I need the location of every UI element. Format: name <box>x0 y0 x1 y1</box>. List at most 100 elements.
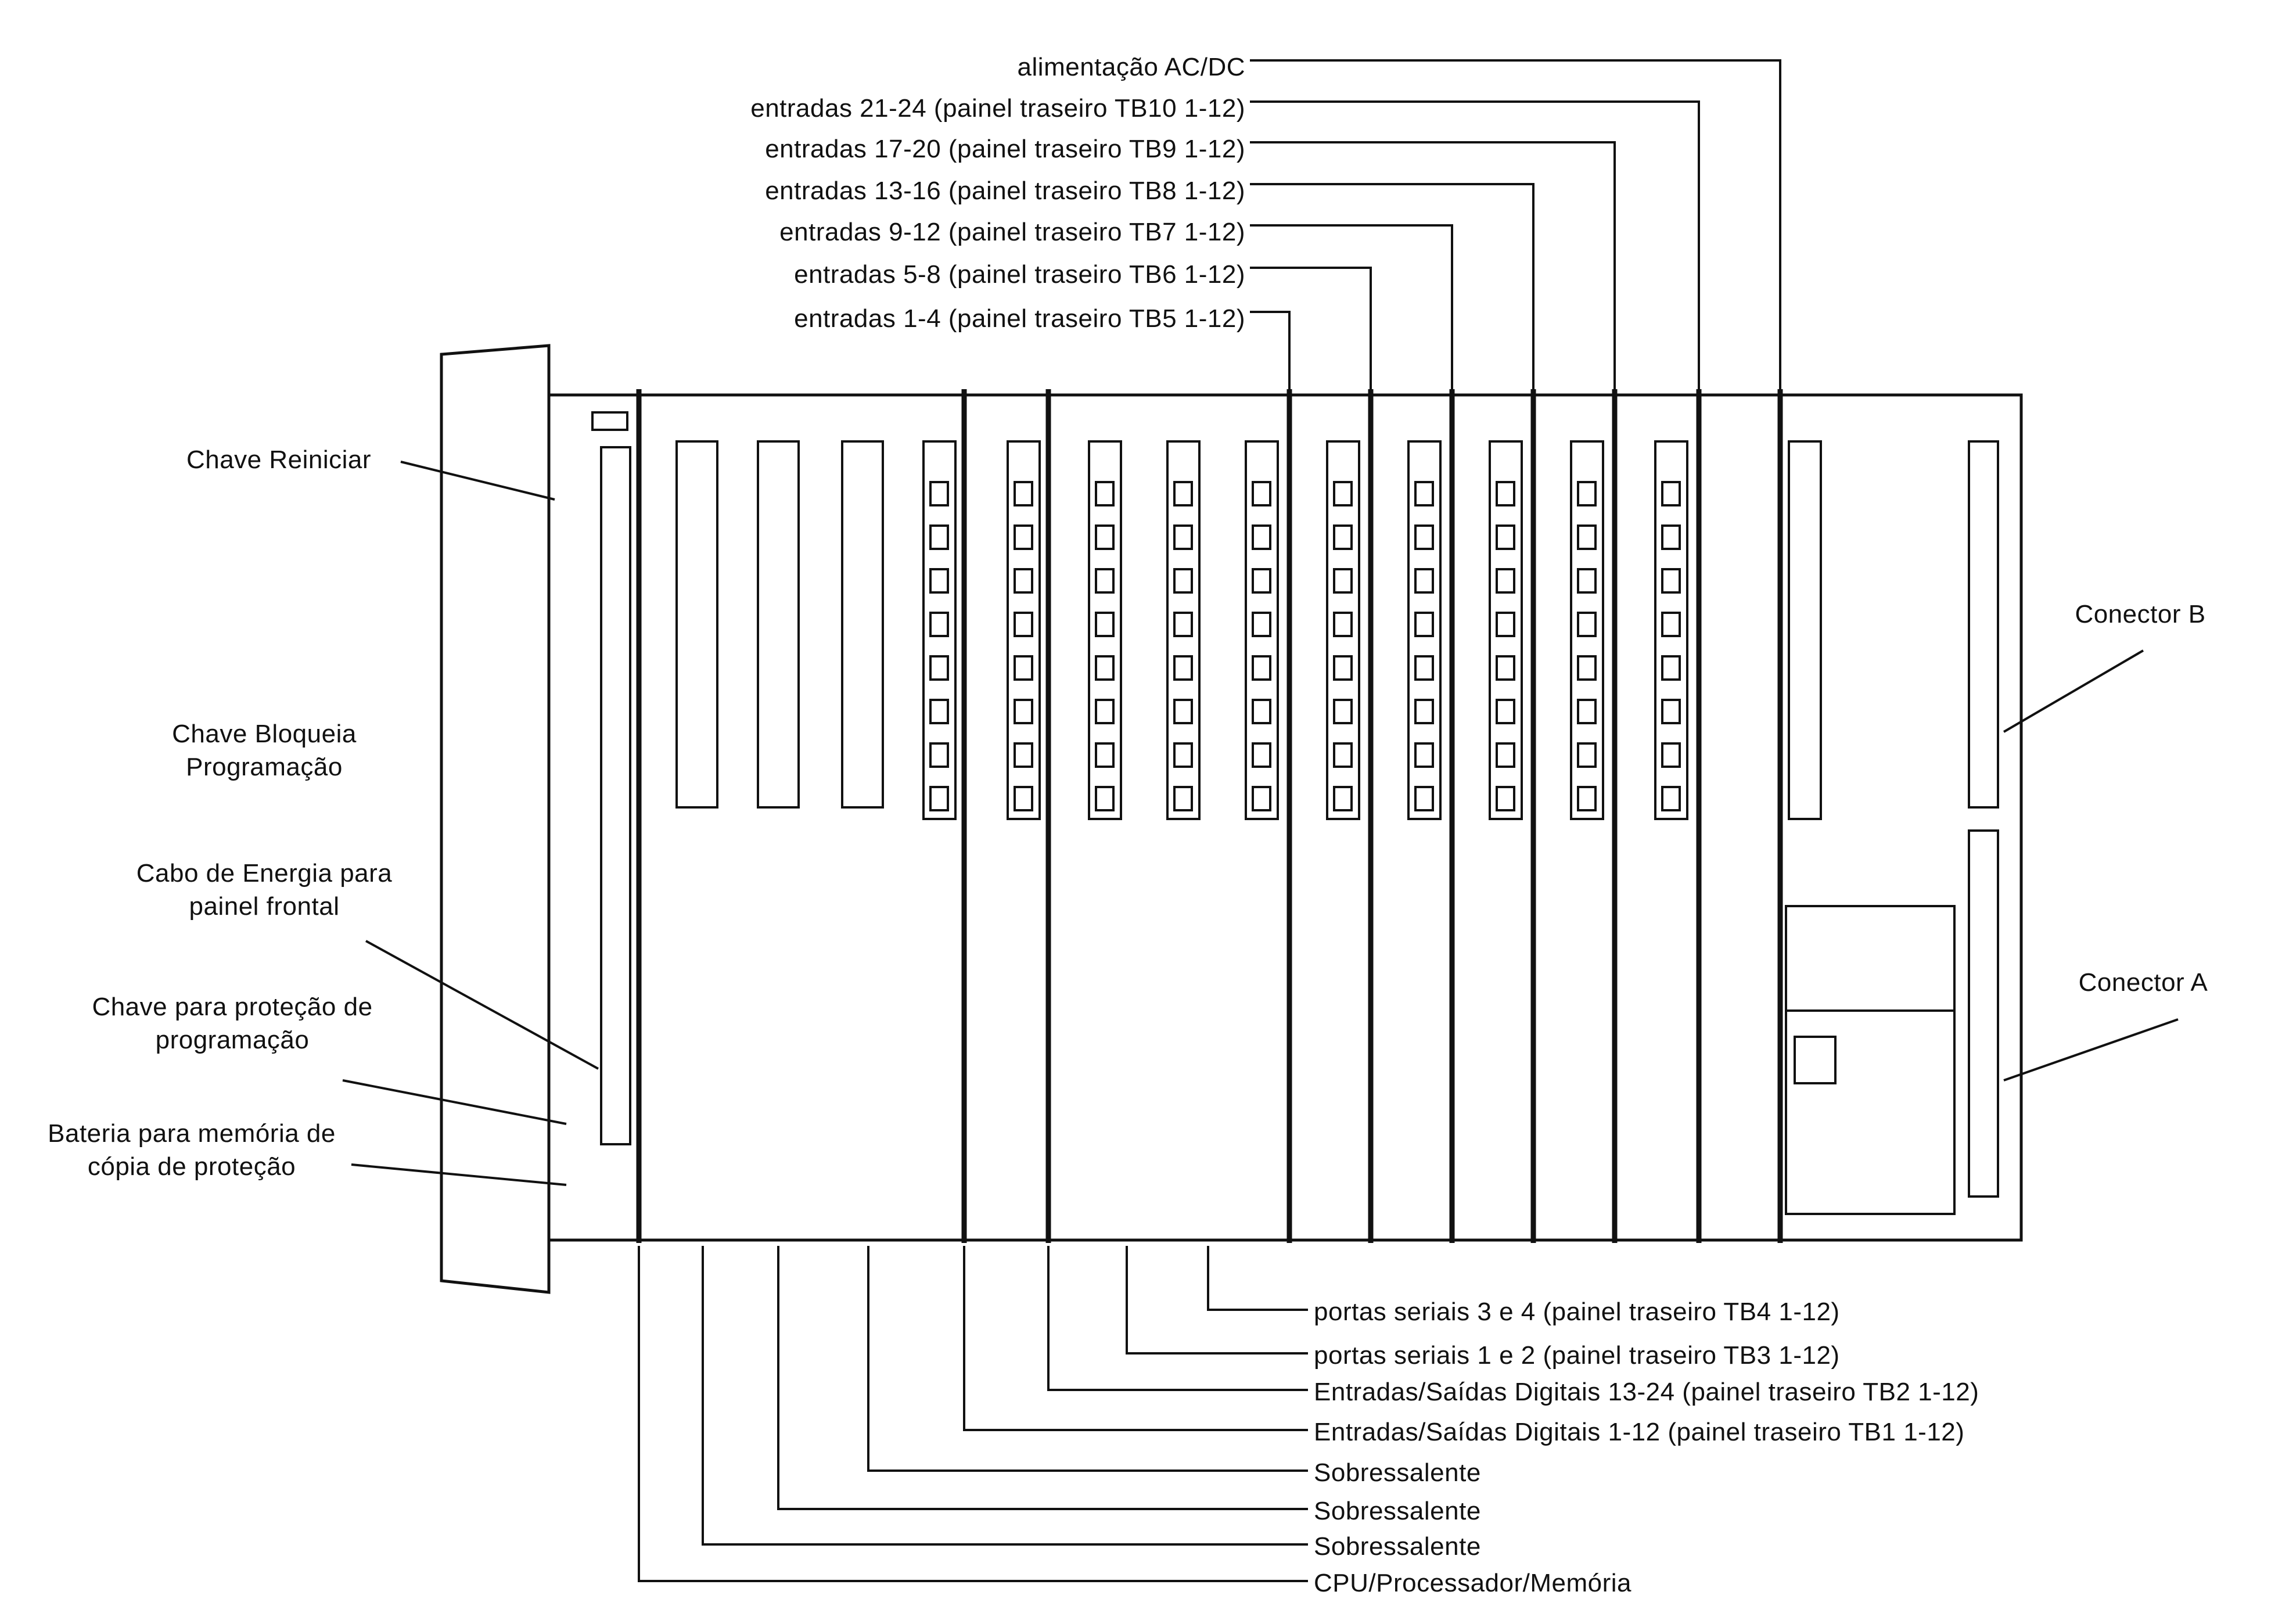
power-supply-component <box>1794 1036 1837 1084</box>
card-component-4-5 <box>1252 699 1271 724</box>
card-component-9-7 <box>1661 786 1681 811</box>
power-supply-upper <box>1785 905 1956 1012</box>
bottom-leader-5 <box>777 1246 1308 1510</box>
card-component-8-6 <box>1577 742 1597 768</box>
card-body-8 <box>1570 440 1604 820</box>
card-component-2-3 <box>1095 612 1115 637</box>
card-component-6-1 <box>1414 524 1434 550</box>
card-component-8-2 <box>1577 568 1597 594</box>
card-component-4-3 <box>1252 612 1271 637</box>
connector-b-body <box>1968 440 1999 809</box>
card-component-4-7 <box>1252 786 1271 811</box>
card-component-6-3 <box>1414 612 1434 637</box>
label-inputs-17-20: entradas 17-20 (painel traseiro TB9 1-12… <box>765 135 1245 163</box>
label-spare-3: Sobressalente <box>1314 1532 1481 1561</box>
card-component-3-1 <box>1173 524 1193 550</box>
label-connector-b: Conector B <box>2075 600 2206 628</box>
card-component-6-6 <box>1414 742 1434 768</box>
top-leader-5 <box>1250 267 1372 392</box>
top-leader-6 <box>1250 311 1291 392</box>
card-component-7-0 <box>1496 481 1515 506</box>
card-component-6-0 <box>1414 481 1434 506</box>
chassis-frame <box>547 393 2023 1242</box>
cpu-board <box>600 446 631 1145</box>
leader-battery <box>351 1163 567 1186</box>
card-component-1-7 <box>1014 786 1033 811</box>
card-component-0-0 <box>929 481 949 506</box>
card-body-7 <box>1489 440 1523 820</box>
spare-slot-opening-0 <box>675 440 718 809</box>
card-component-7-6 <box>1496 742 1515 768</box>
power-card <box>1788 440 1822 820</box>
label-program-protection-switch: Chave para proteção de programação <box>92 993 373 1055</box>
card-component-3-6 <box>1173 742 1193 768</box>
leader-protection-switch <box>342 1079 567 1125</box>
card-component-9-0 <box>1661 481 1681 506</box>
label-ac-dc-power: alimentação AC/DC <box>1017 53 1245 81</box>
card-component-9-4 <box>1661 655 1681 681</box>
card-component-3-5 <box>1173 699 1193 724</box>
card-component-2-7 <box>1095 786 1115 811</box>
top-leader-1 <box>1250 100 1700 392</box>
card-component-5-6 <box>1333 742 1353 768</box>
card-component-0-5 <box>929 699 949 724</box>
card-component-2-5 <box>1095 699 1115 724</box>
card-component-9-1 <box>1661 524 1681 550</box>
top-leader-4 <box>1250 224 1453 392</box>
label-inputs-1-4: entradas 1-4 (painel traseiro TB5 1-12) <box>794 304 1245 333</box>
card-body-9 <box>1654 440 1688 820</box>
top-leader-3 <box>1250 183 1534 392</box>
card-component-0-3 <box>929 612 949 637</box>
spare-slot-opening-2 <box>841 440 884 809</box>
card-component-8-5 <box>1577 699 1597 724</box>
leader-reset-switch <box>400 461 555 501</box>
card-component-4-6 <box>1252 742 1271 768</box>
card-component-3-4 <box>1173 655 1193 681</box>
card-component-5-3 <box>1333 612 1353 637</box>
bottom-leader-0 <box>1207 1246 1308 1311</box>
label-serial-ports-1-2: portas seriais 1 e 2 (painel traseiro TB… <box>1314 1341 1840 1370</box>
card-component-8-7 <box>1577 786 1597 811</box>
card-component-9-5 <box>1661 699 1681 724</box>
bottom-leader-6 <box>702 1246 1308 1546</box>
bottom-leader-7 <box>638 1246 1308 1582</box>
card-component-3-3 <box>1173 612 1193 637</box>
card-component-2-1 <box>1095 524 1115 550</box>
cpu-top-connector <box>591 411 628 431</box>
label-inputs-13-16: entradas 13-16 (painel traseiro TB8 1-12… <box>765 177 1245 205</box>
label-reset-switch: Chave Reiniciar <box>186 445 372 474</box>
card-body-4 <box>1245 440 1279 820</box>
card-component-7-1 <box>1496 524 1515 550</box>
card-component-8-1 <box>1577 524 1597 550</box>
card-component-1-5 <box>1014 699 1033 724</box>
card-component-5-5 <box>1333 699 1353 724</box>
card-component-9-6 <box>1661 742 1681 768</box>
card-body-5 <box>1326 440 1360 820</box>
card-component-5-0 <box>1333 481 1353 506</box>
card-component-2-4 <box>1095 655 1115 681</box>
card-component-4-4 <box>1252 655 1271 681</box>
card-component-7-7 <box>1496 786 1515 811</box>
card-component-0-1 <box>929 524 949 550</box>
card-component-4-1 <box>1252 524 1271 550</box>
card-component-0-7 <box>929 786 949 811</box>
label-spare-1: Sobressalente <box>1314 1458 1481 1487</box>
label-serial-ports-3-4: portas seriais 3 e 4 (painel traseiro TB… <box>1314 1298 1840 1326</box>
label-program-lock-switch: Chave Bloqueia Programação <box>172 720 357 782</box>
chassis-body <box>440 344 2023 1294</box>
label-backup-battery: Bateria para memória de cópia de proteçã… <box>48 1119 336 1181</box>
spare-slot-opening-1 <box>757 440 800 809</box>
card-component-5-2 <box>1333 568 1353 594</box>
card-component-6-5 <box>1414 699 1434 724</box>
power-supply-lower <box>1785 1009 1956 1215</box>
label-inputs-5-8: entradas 5-8 (painel traseiro TB6 1-12) <box>794 260 1245 289</box>
bottom-leader-4 <box>867 1246 1308 1472</box>
top-leader-2 <box>1250 141 1616 392</box>
card-component-5-1 <box>1333 524 1353 550</box>
card-component-4-0 <box>1252 481 1271 506</box>
card-component-8-0 <box>1577 481 1597 506</box>
card-component-2-2 <box>1095 568 1115 594</box>
label-digital-io-1-12: Entradas/Saídas Digitais 1-12 (painel tr… <box>1314 1418 1965 1446</box>
